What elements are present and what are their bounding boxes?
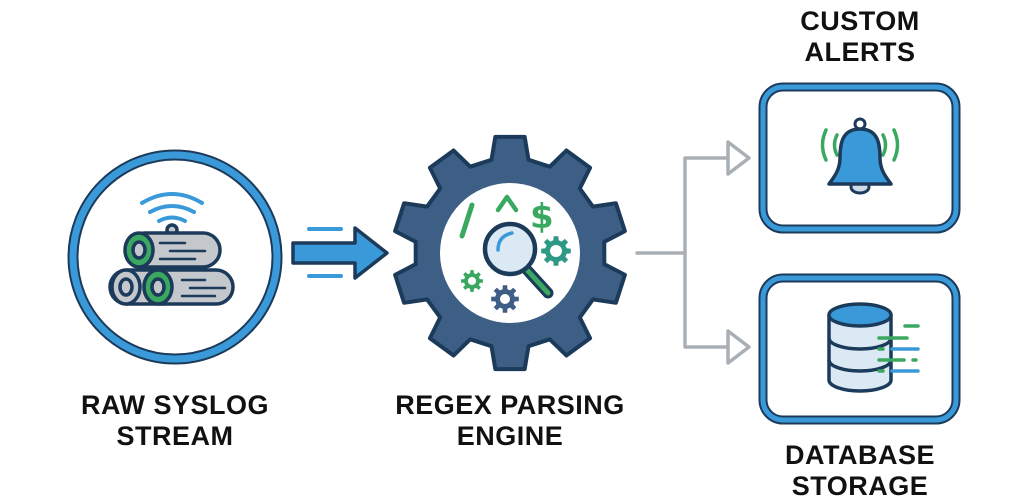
data-stream-lines: " — [877, 324, 920, 373]
magnifier-icon — [482, 221, 554, 299]
raw-syslog-label-line-1: RAW SYSLOG — [80, 390, 269, 420]
regex-engine-label-line-1: REGEX PARSING — [395, 390, 625, 420]
custom-alerts-label: CUSTOM ALERTS — [740, 6, 980, 68]
database-icon — [827, 302, 893, 393]
branch-connector — [635, 140, 751, 365]
database-storage-label-line-1: DATABASE — [785, 440, 935, 470]
arrowhead-to-alerts — [726, 140, 751, 176]
small-gear-teal-icon — [541, 236, 571, 266]
raw-syslog-label-line-2: STREAM — [116, 421, 234, 451]
custom-alerts-label-line-1: CUSTOM — [800, 6, 920, 36]
regex-engine-label-line-2: ENGINE — [456, 421, 564, 451]
custom-alerts-label-line-2: ALERTS — [804, 37, 916, 67]
arrow-raw-to-regex — [291, 226, 389, 280]
database-storage-label-line-2: STORAGE — [791, 471, 929, 501]
raw-syslog-label: RAW SYSLOG STREAM — [45, 390, 305, 452]
raw-syslog-node — [67, 149, 283, 365]
small-gear-navy-icon — [491, 285, 519, 313]
bell-icon — [820, 117, 900, 195]
regex-engine-node: $ — [393, 134, 627, 372]
svg-text:$: $ — [530, 197, 554, 237]
regex-symbols: $ — [459, 194, 554, 239]
small-gear-green-icon — [461, 270, 483, 292]
regex-engine-label: REGEX PARSING ENGINE — [370, 390, 650, 452]
database-storage-label: DATABASE STORAGE — [740, 440, 980, 502]
wireless-signal-icon — [140, 192, 204, 223]
database-storage-node: " — [758, 273, 961, 425]
custom-alerts-node — [758, 82, 961, 234]
logs-icon — [108, 223, 235, 306]
arrowhead-to-db — [726, 329, 751, 365]
